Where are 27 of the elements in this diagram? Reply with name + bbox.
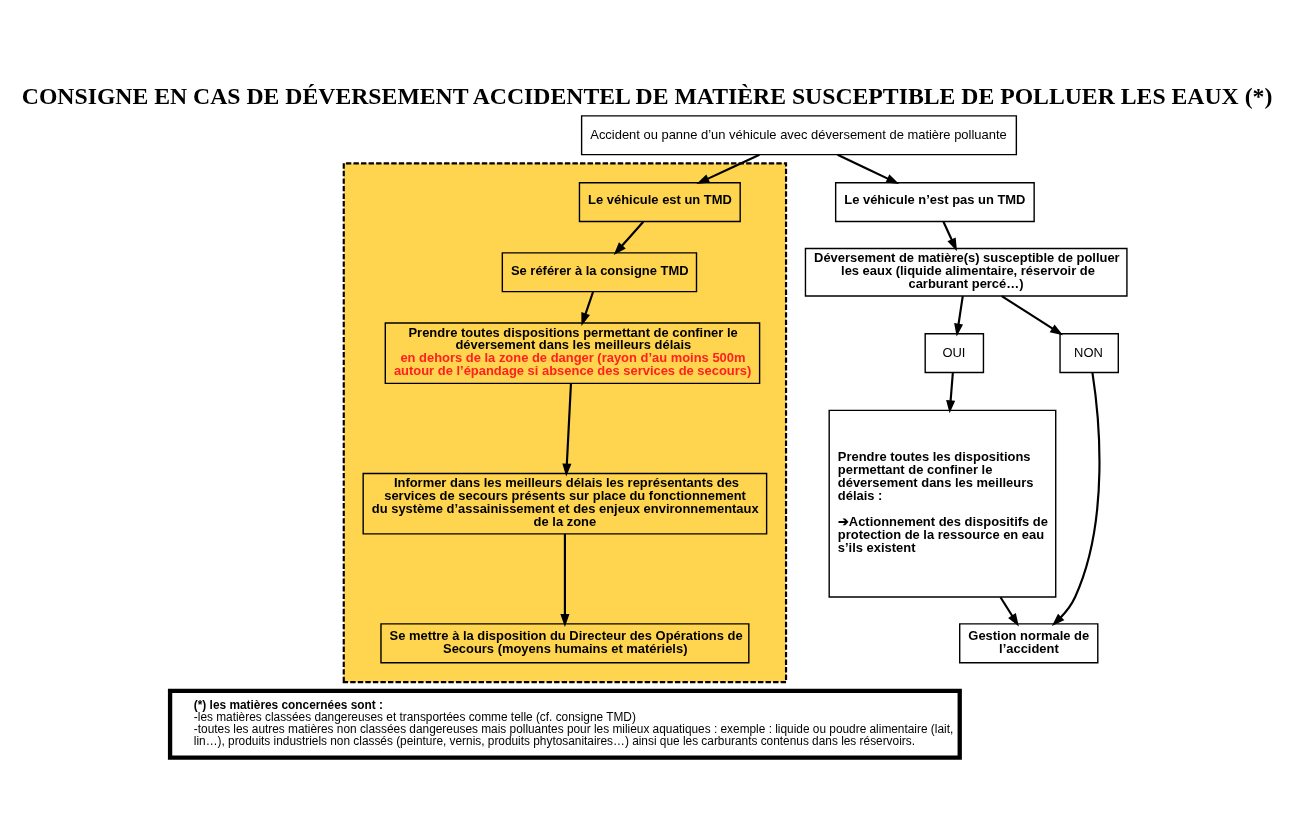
diagram-title: CONSIGNE EN CAS DE DÉVERSEMENT ACCIDENTEL DE MATIÈRE SUSCEPTIBLE DE POLLUER LES EAUX (*) [21,82,1273,109]
node-box: NON [1059,333,1119,374]
arrow [837,153,900,185]
arrow [562,383,573,477]
arrow [999,596,1019,627]
arrow [1001,295,1064,336]
arrow [560,533,570,627]
node-box: OUI [924,333,985,374]
cluster [342,162,788,684]
node-box: Le véhicule est un TMD [578,182,741,223]
node-box: Prendre toutes dispositions permettant de confiner le déversement dans les meilleurs délais en dehors de la zone de danger (rayon d’au moins 500m autour de l’épandage si absence des services de secours) [384,322,761,385]
node-box: Déversement de matière(s) susceptible de polluer les eaux (liquide alimentaire, réservoir de carburant percé…) [804,247,1128,297]
node-box: Accident ou panne d’un véhicule avec déversement de matière polluante [580,115,1018,156]
node-box: Prendre toutes les dispositions permettant de confiner le déversement dans les meilleurs délais : ➔Actionnement des dispositifs de protection de la ressource en eau s’ils existent [828,409,1057,598]
arrow [696,153,760,184]
node-box: Se mettre à la disposition du Directeur des Opérations de Secours (moyens humains et matériels) [380,623,750,664]
arrow [1051,372,1101,626]
arrow [613,221,645,256]
node-box: (*) les matières concernées sont : -les matières classées dangereuses et transportées comme telle (cf. consigne TMD) -toutes les autres matières non classées dangereuses mais polluantes pour les milieux aquatiques : exemple : liquide ou poudre alimentaire (lait, lin…), produits industriels non classés (peinture, vernis, produits phytosanitaires…) ainsi que les carburants contenus dans les réservoirs. [167,688,962,760]
node-box: Se référer à la consigne TMD [501,252,698,293]
arrow [942,221,957,252]
node-box: Le véhicule n’est pas un TMD [834,182,1035,223]
arrow [946,372,956,414]
node-box: Gestion normale de l’accident [959,623,1099,664]
node-box: Informer dans les meilleurs délais les représentants des services de secours présents sur place du fonctionnement du système d’assainissement et des enjeux environnementaux de la zone [362,472,768,535]
arrow [581,291,595,326]
arrow [954,295,964,337]
